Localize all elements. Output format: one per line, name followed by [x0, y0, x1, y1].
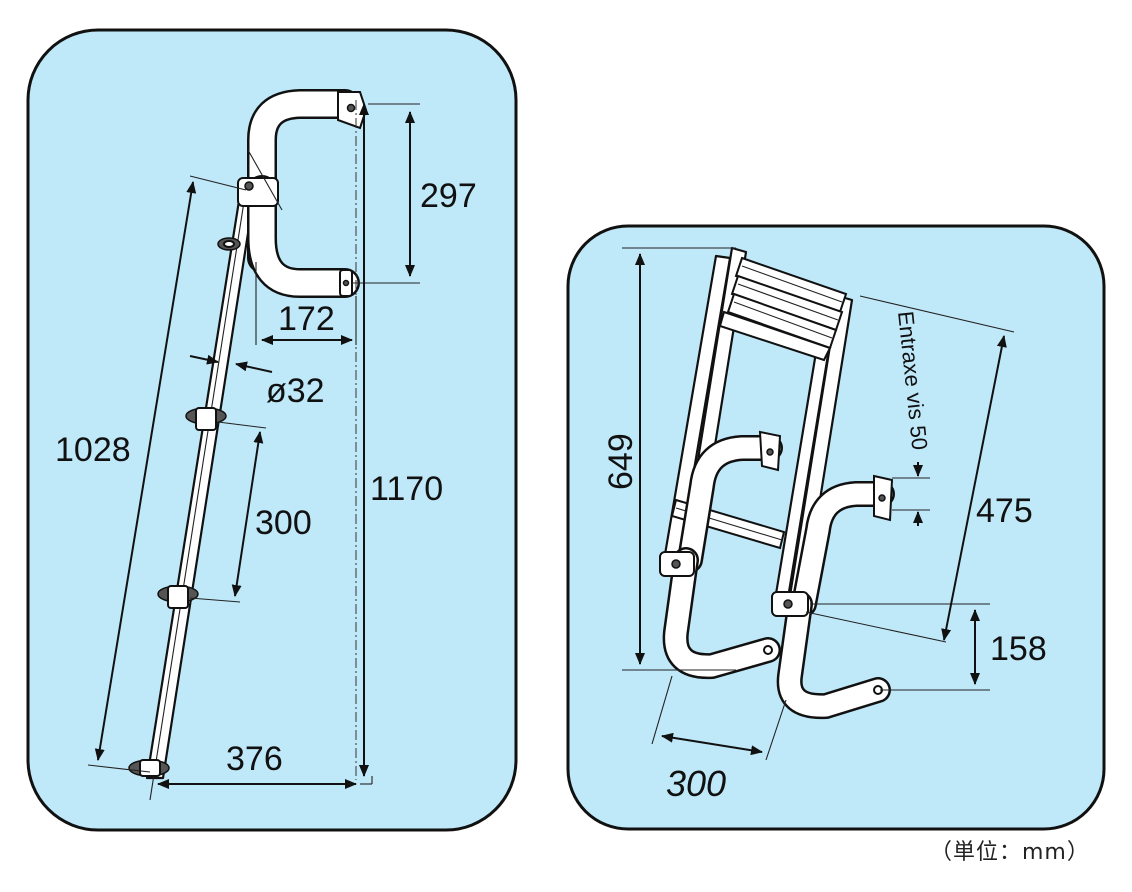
dim-total-height: 1170: [370, 470, 443, 508]
right-bottom-hook: [771, 591, 891, 720]
left-panel: 297 172 ø32 1028 300 1170 376: [26, 28, 518, 832]
dim-ladder-height: 649: [602, 433, 640, 490]
dim-total-length: 1028: [55, 431, 131, 469]
right-hook: [791, 474, 895, 617]
dim-mounting-spacing: 475: [976, 492, 1033, 530]
folded-treads: [718, 256, 848, 362]
handle: [237, 89, 368, 298]
dim-step-spacing: 300: [255, 504, 312, 542]
left-bottom-hook: [659, 547, 781, 680]
dim-ladder-width: 300: [666, 763, 726, 804]
dim-base-offset: 376: [226, 740, 283, 778]
dim-handle-reach: 172: [278, 300, 335, 338]
left-hook: [677, 430, 783, 573]
unit-note: （単位：mm）: [930, 840, 1090, 865]
dim-tube-diameter: ø32: [266, 372, 325, 410]
right-panel: 649 475 158 300 Entraxe vis 50: [566, 224, 1106, 831]
dim-handle-height: 297: [420, 177, 477, 215]
dim-bracket-spacing: 158: [990, 630, 1047, 668]
